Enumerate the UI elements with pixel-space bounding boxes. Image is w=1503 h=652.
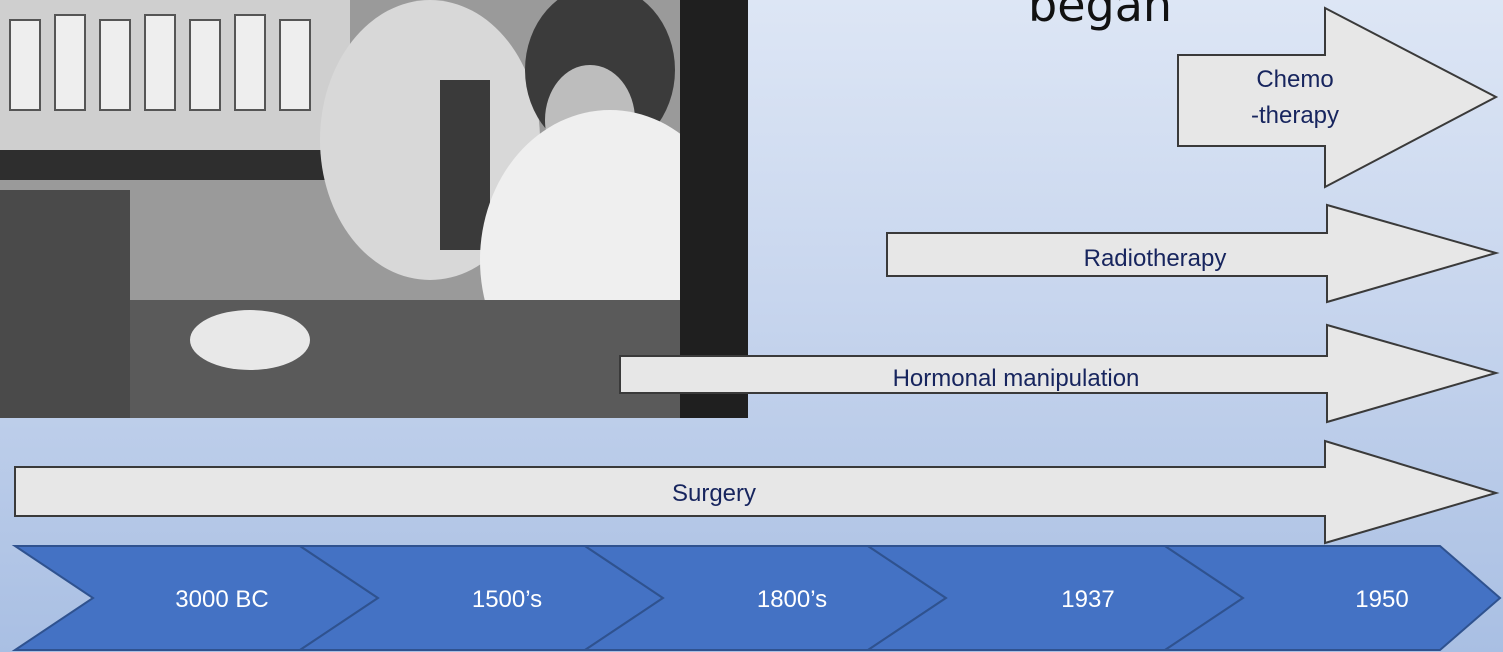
timeline-label-1800s: 1800’s bbox=[757, 586, 827, 613]
surgery-label: Surgery bbox=[672, 480, 756, 507]
chemotherapy-arrow: Chemo -therapy bbox=[1178, 8, 1496, 187]
timeline-label-1937: 1937 bbox=[1061, 586, 1114, 613]
hormonal-manipulation-arrow: Hormonal manipulation bbox=[620, 325, 1496, 422]
radiotherapy-label: Radiotherapy bbox=[1084, 245, 1227, 272]
chemotherapy-label-line2: -therapy bbox=[1251, 102, 1339, 129]
chemotherapy-label-line1: Chemo bbox=[1256, 66, 1333, 93]
timeline-label-1500s: 1500’s bbox=[472, 586, 542, 613]
radiotherapy-arrow: Radiotherapy bbox=[887, 205, 1496, 302]
hormonal-manipulation-label: Hormonal manipulation bbox=[893, 365, 1140, 392]
timeline-label-3000bc: 3000 BC bbox=[175, 586, 268, 613]
timeline-chevrons: 3000 BC 1500’s 1800’s 1937 1950 bbox=[15, 546, 1500, 650]
surgery-arrow: Surgery bbox=[15, 441, 1496, 543]
timeline-label-1950: 1950 bbox=[1355, 586, 1408, 613]
